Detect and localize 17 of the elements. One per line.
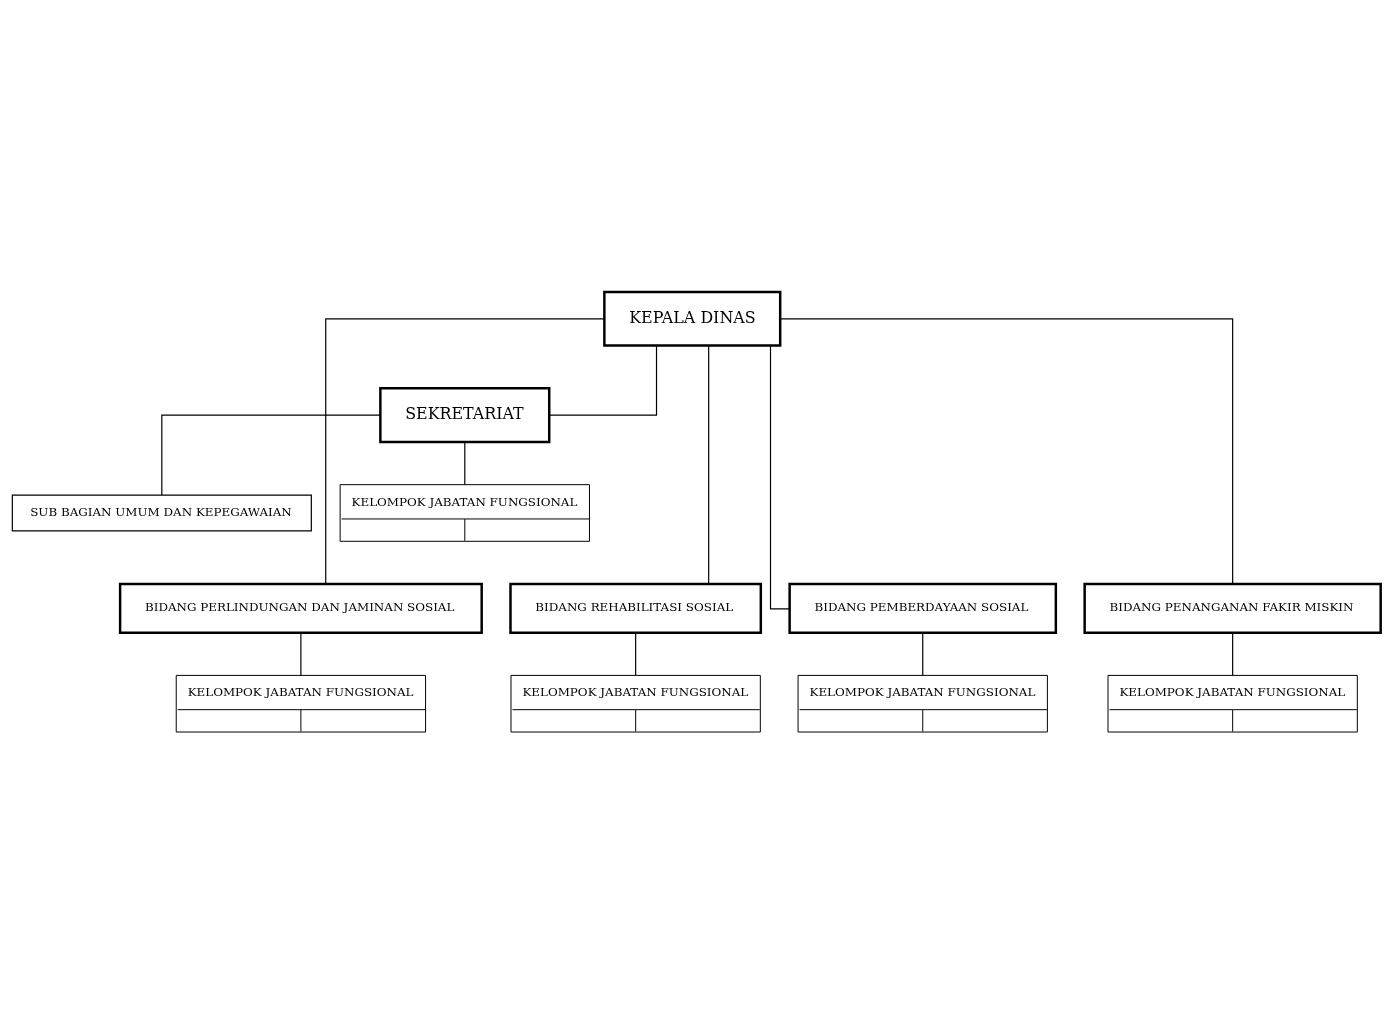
connector: [635, 631, 637, 676]
connector: [300, 631, 302, 676]
node-box: SUB BAGIAN UMUM DAN KEPEGAWAIAN: [11, 494, 312, 531]
node-box: BIDANG PEMBERDAYAAN SOSIAL: [788, 582, 1058, 634]
connector: [548, 344, 658, 416]
node-box: BIDANG REHABILITASI SOSIAL: [509, 582, 763, 634]
connector: [464, 441, 466, 485]
node-box: BIDANG PENANGANAN FAKIR MISKIN: [1083, 582, 1382, 634]
connector: [779, 317, 1234, 584]
node-box: KEPALA DINAS: [603, 290, 782, 347]
connector: [161, 414, 381, 496]
connector: [708, 344, 710, 584]
node-box: SEKRETARIAT: [379, 386, 551, 443]
node-box: BIDANG PERLINDUNGAN DAN JAMINAN SOSIAL: [118, 582, 483, 634]
connector: [325, 317, 605, 584]
connector: [1232, 631, 1234, 676]
connector: [922, 631, 924, 676]
